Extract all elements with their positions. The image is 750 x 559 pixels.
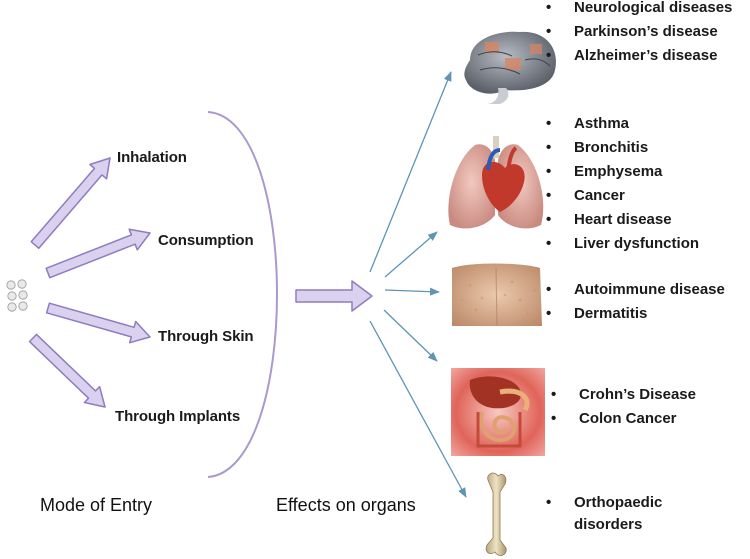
list-item: Autoimmune disease [546,278,725,302]
grouping-bracket [207,111,278,478]
mode-label-through-implants: Through Implants [115,408,241,425]
lungs-heart-icon [448,136,544,229]
mode-label-consumption: Consumption [158,232,254,249]
skin-icon [452,263,542,327]
entry-arrow-4 [28,333,106,408]
organ-arrows [369,71,467,498]
list-item: Emphysema [546,160,699,184]
digestive-system-icon [451,368,545,456]
femur-bone-icon [485,472,507,556]
list-item: Colon Cancer [551,407,696,431]
list-item: Parkinson’s disease [546,20,732,44]
list-item: Liver dysfunction [546,232,699,256]
lung-heart-disease-list: Asthma Bronchitis Emphysema Cancer Heart… [546,112,699,256]
brain-disease-list: Neurological diseases Parkinson’s diseas… [546,0,732,68]
central-arrow [295,280,373,312]
entry-arrow-3 [45,302,151,344]
list-item: Heart disease [546,208,699,232]
list-item: Crohn’s Disease [551,383,696,407]
list-item: Dermatitis [546,302,725,326]
list-item: Asthma [546,112,699,136]
mode-label-through-skin: Through Skin [158,328,254,345]
list-item: Neurological diseases [546,0,732,20]
mode-label-inhalation: Inhalation [117,149,187,166]
skin-disease-list: Autoimmune disease Dermatitis [546,278,725,326]
nanoparticles-icon [6,279,28,312]
list-item: Alzheimer’s disease [546,44,732,68]
gut-disease-list: Crohn’s Disease Colon Cancer [551,383,696,431]
list-item: Orthopaedic disorders [546,492,694,536]
list-item: Bronchitis [546,136,699,160]
entry-arrow-2 [45,228,151,279]
list-item: Cancer [546,184,699,208]
bone-disease-list: Orthopaedic disorders [546,492,694,536]
entry-arrow-1 [30,157,111,250]
mode-of-entry-title: Mode of Entry [40,495,153,515]
brain-icon [464,31,556,104]
entry-arrows [28,157,151,408]
effects-on-organs-title: Effects on organs [276,495,416,515]
